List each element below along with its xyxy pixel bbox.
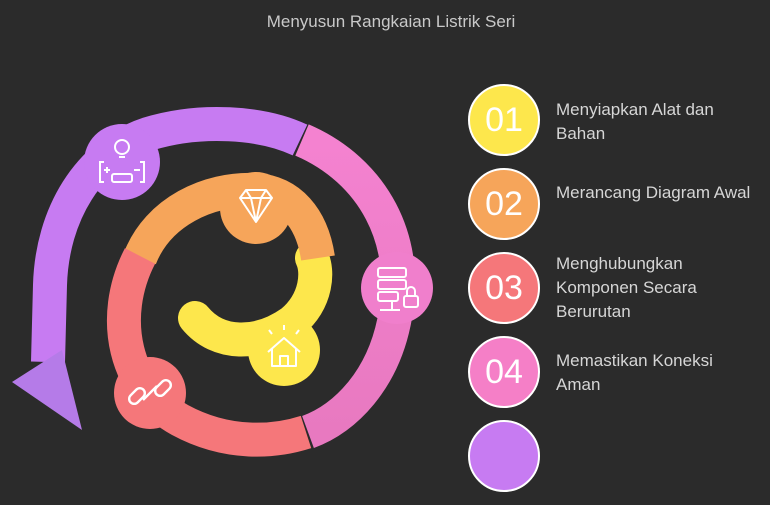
step-number-badge: 02 [468,168,540,240]
step-number-badge: 01 [468,84,540,156]
step-5 [468,420,768,496]
step-label: Menghubungkan Komponen Secara Berurutan [556,254,697,321]
step-1: 01 Menyiapkan Alat dan Bahan [468,84,768,160]
step-4: 04 Memastikan Koneksi Aman [468,336,768,412]
server-lock-icon [361,252,433,324]
step-number-badge [468,420,540,492]
step-number-badge: 03 [468,252,540,324]
step-label: Memastikan Koneksi Aman [556,351,713,394]
step-label: Merancang Diagram Awal [556,183,751,202]
spiral-diagram [12,107,433,457]
diagram-title: Menyusun Rangkaian Listrik Seri [266,12,516,31]
step-label: Menyiapkan Alat dan Bahan [556,100,714,143]
chain-link-icon [114,357,186,429]
arrow-head [12,350,82,430]
step-3: 03 Menghubungkan Komponen Secara Berurut… [468,252,768,328]
home-icon [248,314,320,386]
step-number-badge: 04 [468,336,540,408]
diamond-icon [220,172,292,244]
step-2: 02 Merancang Diagram Awal [468,168,768,244]
circuit-bulb-icon [84,124,160,200]
